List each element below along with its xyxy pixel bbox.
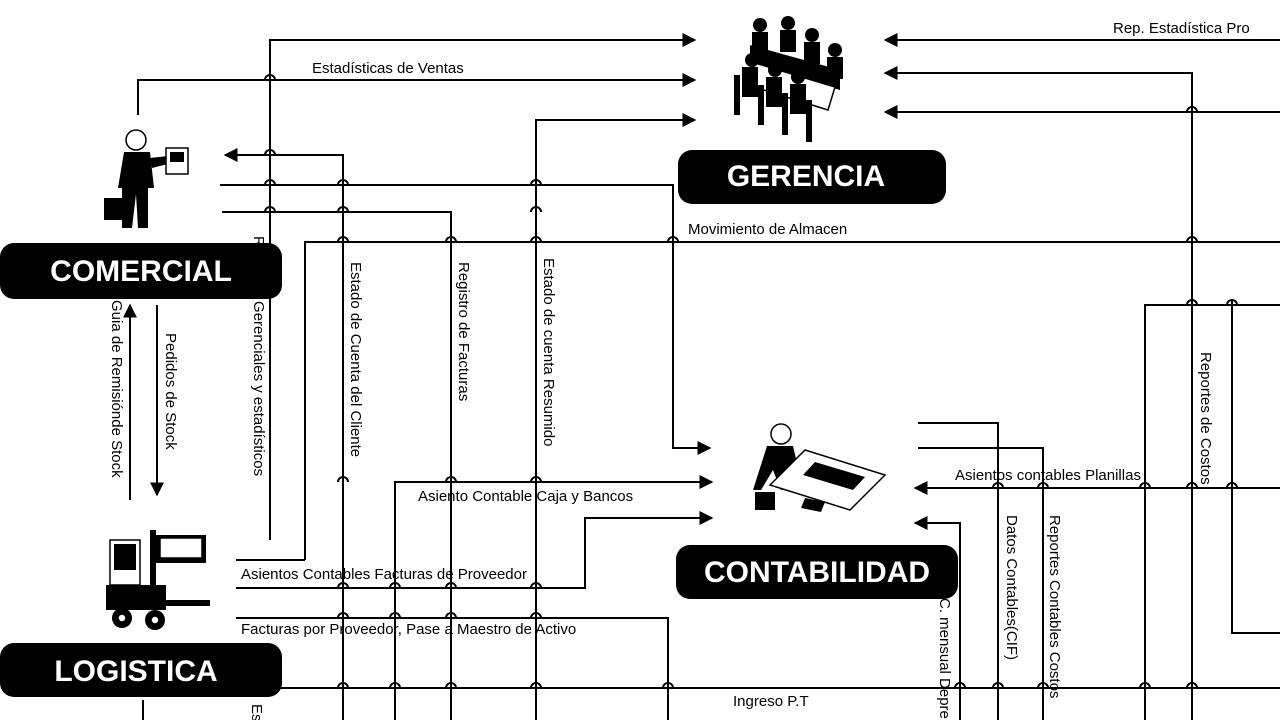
- dept-contabilidad-label: CONTABILIDAD: [704, 556, 930, 589]
- flow-line-estadisticas-ventas: [137, 73, 697, 115]
- label-reportes-gerenciales: Reportes Gerenciales y estadísticos: [250, 236, 267, 476]
- dept-logistica-label: LOGISTICA: [54, 655, 217, 688]
- flow-line-right-gerencia-2: [883, 66, 1193, 720]
- meeting-table-icon: [734, 16, 843, 142]
- dept-gerencia: GERENCIA: [678, 150, 946, 204]
- label-est-bottom: Es: [248, 704, 265, 720]
- label-movimiento-almacen: Movimiento de Almacen: [688, 221, 847, 238]
- crossing-marks: [264, 74, 1238, 689]
- flow-line-rep-gerencial: [269, 33, 697, 540]
- flow-line-depreciacion: [913, 516, 961, 720]
- label-estado-cuenta-resumido: Estado de cuenta Resumido: [540, 258, 557, 446]
- flow-line-right-outer: [1231, 300, 1280, 634]
- flow-line-movimiento-almacen: [304, 241, 1280, 560]
- label-reportes-contables-costos: Reportes Contables Costos: [1046, 515, 1063, 698]
- dept-logistica: LOGISTICA: [0, 643, 282, 697]
- label-estadisticas-ventas: Estadísticas de Ventas: [312, 60, 464, 77]
- label-rep-estadistica: Rep. Estadística Pro: [1113, 20, 1250, 37]
- flow-line-asientos-facturas-proveedor: [236, 511, 714, 589]
- label-facturas-proveedor-activo: Facturas por Proveedor, Pase a Maestro d…: [241, 621, 576, 638]
- label-asientos-facturas-proveedor: Asientos Contables Facturas de Proveedor: [241, 566, 527, 583]
- label-asientos-planillas: Asientos contables Planillas: [955, 467, 1141, 484]
- flow-line-facturas-proveedor-activo: [236, 617, 669, 720]
- label-guia-remision: Guia de Remisiónde Stock: [108, 300, 125, 478]
- flow-lines: [123, 33, 1280, 720]
- label-estado-cuenta-cliente: Estado de Cuenta del Cliente: [347, 262, 364, 457]
- salesman-icon: [104, 129, 189, 228]
- flow-line-comercial-to-contabilidad: [220, 184, 712, 455]
- flow-line-registro-facturas: [222, 211, 452, 720]
- label-registro-facturas: Registro de Facturas: [455, 262, 472, 401]
- dept-gerencia-label: GERENCIA: [727, 160, 885, 193]
- flow-line-datos-cif: [918, 422, 999, 720]
- flow-line-reportes-costos-right: [1144, 304, 1280, 720]
- forklift-icon: [106, 530, 210, 630]
- label-c-mensual-depre: C. mensual Depre: [936, 598, 953, 719]
- label-reportes-costos: Reportes de Costos: [1197, 352, 1214, 485]
- label-asiento-caja-bancos: Asiento Contable Caja y Bancos: [418, 488, 633, 505]
- label-ingreso-pt: Ingreso P.T: [733, 693, 809, 710]
- label-datos-contables-cif: Datos Contables(CIF): [1003, 515, 1020, 660]
- flow-line-caja-bancos: [394, 475, 714, 720]
- accountant-desk-icon: [753, 423, 887, 512]
- label-pedidos-stock: Pedidos de Stock: [162, 333, 179, 450]
- flow-line-reportes-contables: [918, 447, 1044, 720]
- flow-line-estado-resumido: [535, 113, 697, 720]
- dept-comercial-label: COMERCIAL: [50, 255, 232, 288]
- dept-contabilidad: CONTABILIDAD: [676, 545, 958, 599]
- dept-comercial: COMERCIAL: [0, 243, 282, 299]
